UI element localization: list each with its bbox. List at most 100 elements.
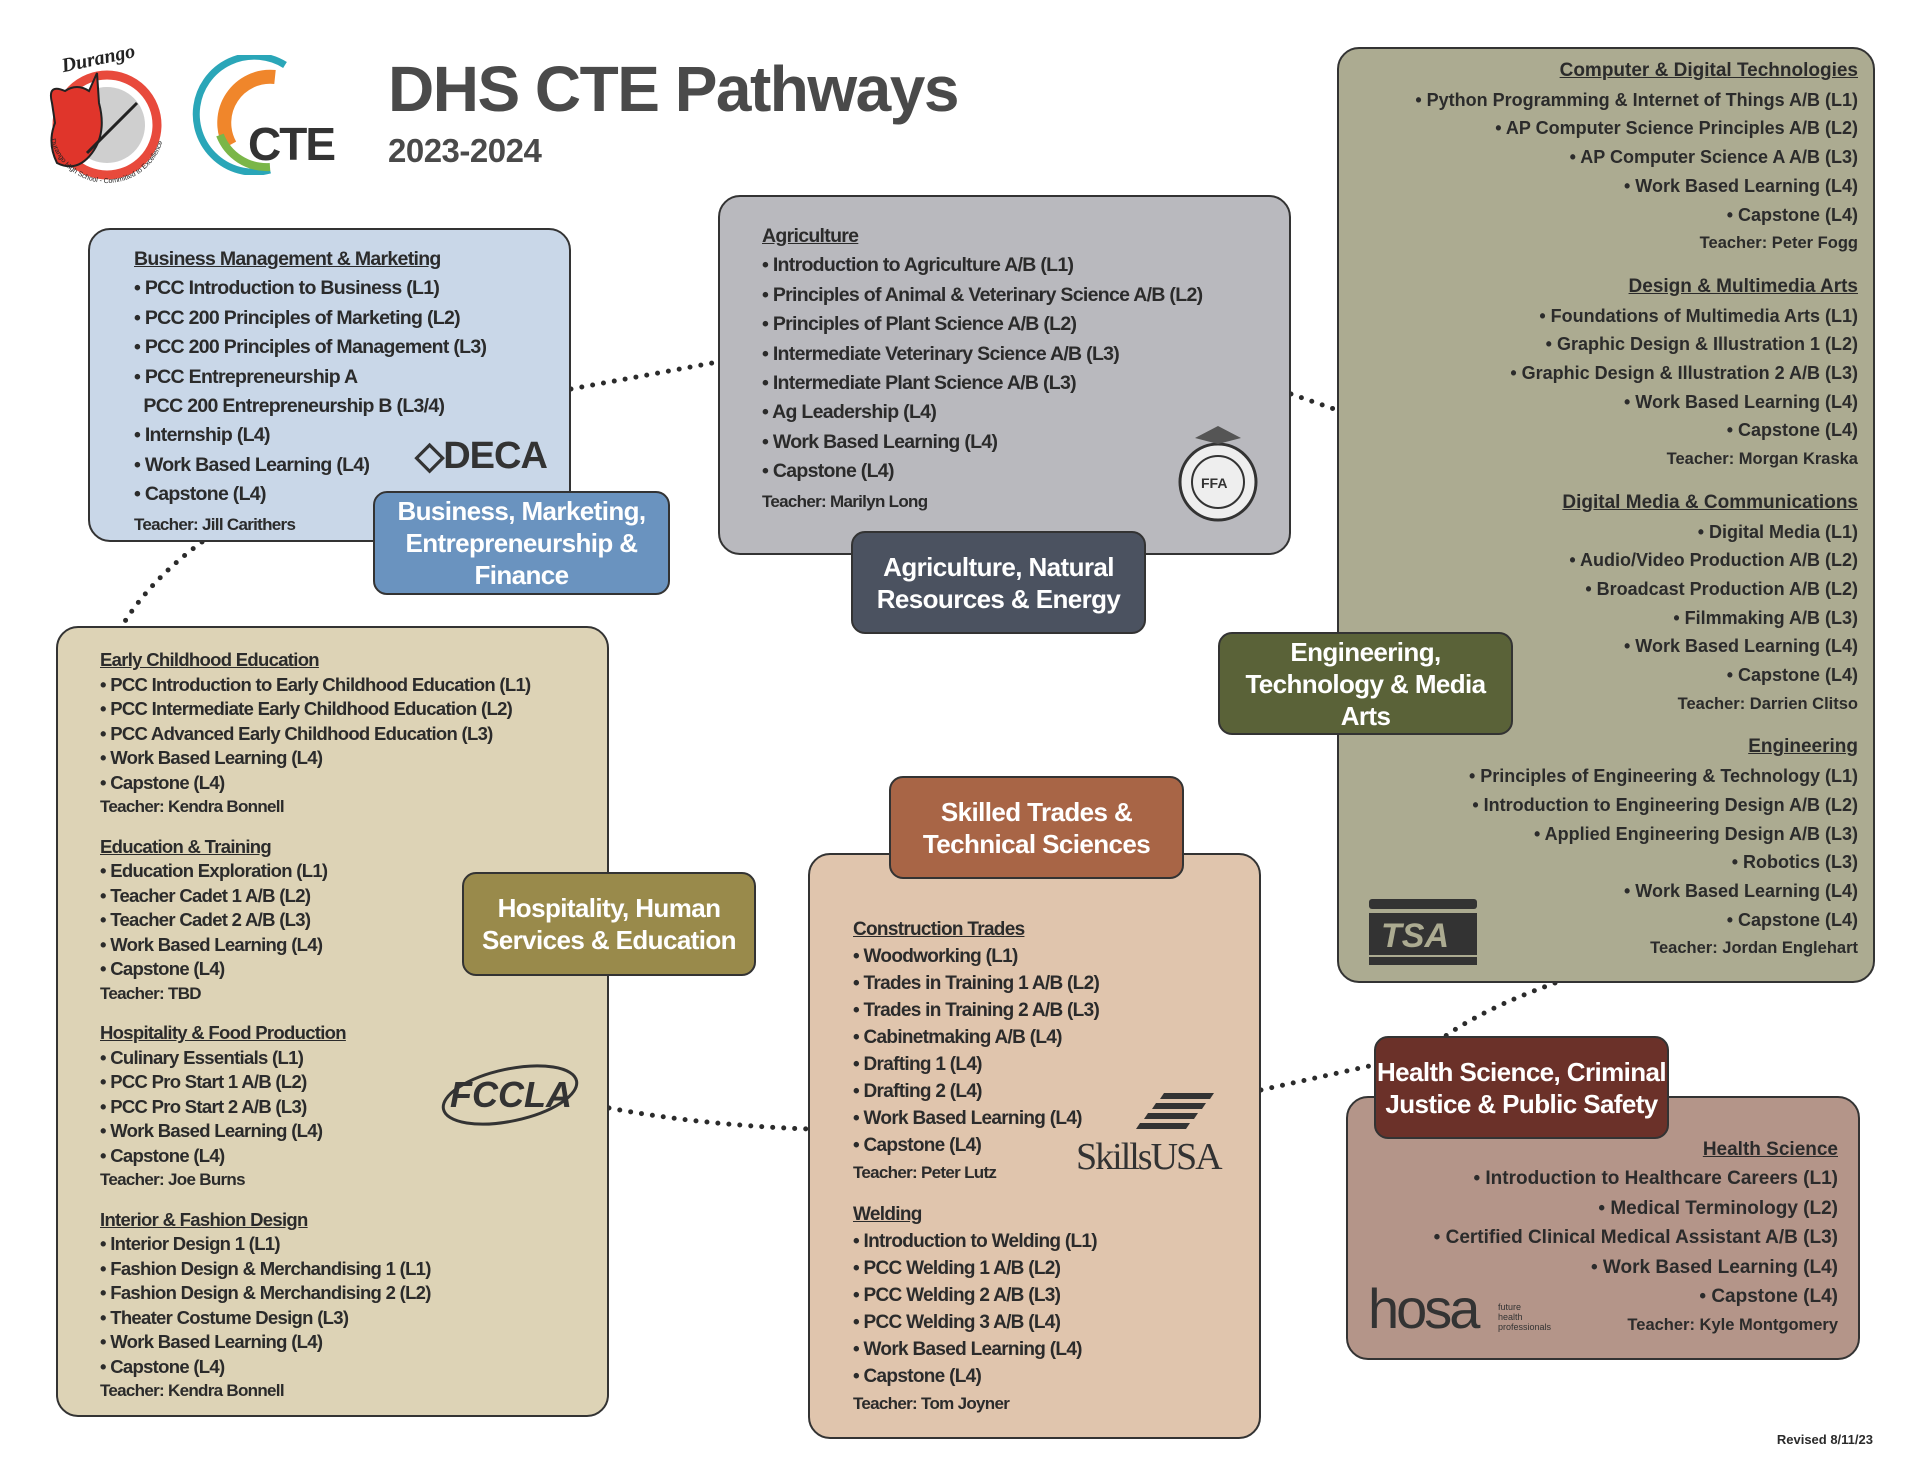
course-item: • Intermediate Plant Science A/B (L3): [762, 372, 1077, 395]
course-item: • Work Based Learning (L4): [100, 1331, 323, 1352]
course-item: • Medical Terminology (L2): [1598, 1197, 1838, 1219]
engineering-box: Computer & Digital Technologies• Python …: [1337, 47, 1875, 983]
course-item: • Python Programming & Internet of Thing…: [1415, 89, 1858, 110]
connector-engineering-health: [1437, 980, 1558, 1043]
course-item: • Work Based Learning (L4): [100, 747, 323, 768]
course-item: • PCC Pro Start 2 A/B (L3): [100, 1095, 307, 1117]
business-box: Business Management & Marketing • PCC Int…: [88, 228, 571, 542]
course-item: • Introduction to Engineering Design A/B…: [1472, 794, 1858, 815]
program-section: Digital Media & Communications• Digital …: [1415, 489, 1858, 719]
hospitality-programs: Early Childhood Education• PCC Introduct…: [100, 648, 531, 1419]
course-item: • PCC Introduction to Business (L1): [134, 277, 440, 300]
svg-text:hosa: hosa: [1368, 1278, 1481, 1340]
course-item: • Capstone (L4): [100, 1144, 225, 1166]
course-item: • Capstone (L4): [1699, 1286, 1838, 1308]
course-item: • Work Based Learning (L4): [100, 1120, 323, 1141]
cte-logo: CTE: [190, 52, 360, 176]
business-programs: Business Management & Marketing • PCC Int…: [134, 245, 487, 554]
teacher-name: Teacher: Peter Lutz: [853, 1163, 997, 1182]
course-item: • Principles of Animal & Veterinary Scie…: [762, 283, 1203, 306]
course-item: • Drafting 1 (L4): [853, 1054, 983, 1075]
program-heading: Hospitality & Food Production: [100, 1022, 347, 1043]
skilled-trades-programs: Construction Trades• Woodworking (L1)• T…: [853, 916, 1100, 1432]
program-heading: Engineering: [1748, 736, 1858, 758]
course-item: • Principles of Plant Science A/B (L2): [762, 313, 1077, 336]
course-item: • Foundations of Multimedia Arts (L1): [1539, 305, 1858, 326]
program-section: Construction Trades• Woodworking (L1)• T…: [853, 916, 1100, 1186]
school-year: 2023-2024: [388, 132, 542, 169]
teacher-name: Teacher: Kendra Bonnell: [100, 1381, 285, 1400]
course-item: • Capstone (L4): [134, 483, 266, 506]
course-item: • Digital Media (L1): [1697, 521, 1858, 542]
program-section: Interior & Fashion Design• Interior Desi…: [100, 1208, 531, 1404]
svg-text:health: health: [1498, 1312, 1523, 1322]
course-item: • Audio/Video Production A/B (L2): [1569, 550, 1858, 571]
svg-text:FCCLA: FCCLA: [450, 1074, 572, 1115]
program-heading: Construction Trades: [853, 919, 1025, 940]
course-item: • Capstone (L4): [1726, 909, 1858, 930]
svg-text:SkillsUSA: SkillsUSA: [1076, 1136, 1223, 1176]
course-item: • Drafting 2 (L4): [853, 1081, 983, 1102]
course-item: • PCC 200 Principles of Management (L3): [134, 336, 487, 359]
course-item: • Introduction to Welding (L1): [853, 1231, 1098, 1252]
program-heading: Education & Training: [100, 835, 272, 857]
course-item: • PCC Advanced Early Childhood Education…: [100, 722, 493, 744]
course-item: PCC 200 Entrepreneurship B (L3/4): [134, 395, 445, 418]
deca-logo: ◇DECA: [415, 435, 548, 477]
teacher-name: Teacher: Jill Carithers: [134, 514, 296, 534]
health-box: Health Science• Introduction to Healthca…: [1346, 1096, 1860, 1360]
program-section: Hospitality & Food Production • Culinary …: [100, 1021, 531, 1193]
course-item: • Capstone (L4): [762, 460, 894, 483]
teacher-name: Teacher: Jordan Englehart: [1650, 939, 1858, 958]
program-section: Welding• Introduction to Welding (L1)• P…: [853, 1201, 1099, 1417]
page-title: DHS CTE Pathways: [388, 53, 959, 125]
program-section: Health Science• Introduction to Healthca…: [1434, 1135, 1838, 1341]
connector-hospitality-skilled: [606, 1105, 811, 1132]
course-item: • Capstone (L4): [100, 771, 225, 793]
course-item: • Work Based Learning (L4): [1623, 175, 1858, 196]
course-item: • Trades in Training 2 A/B (L3): [853, 1000, 1100, 1021]
course-item: • Filmmaking A/B (L3): [1673, 607, 1858, 628]
course-item: • Trades in Training 1 A/B (L2): [853, 973, 1100, 994]
course-item: • Theater Costume Design (L3): [100, 1306, 349, 1328]
program-section: Early Childhood Education• PCC Introduct…: [100, 648, 531, 820]
program-heading: Health Science: [1702, 1139, 1838, 1160]
course-item: • PCC 200 Principles of Marketing (L2): [134, 306, 461, 329]
hospitality-box: Early Childhood Education• PCC Introduct…: [56, 626, 609, 1417]
hospitality-pathway-label: Hospitality, Human Services & Education: [462, 872, 756, 976]
course-item: • Intermediate Veterinary Science A/B (L…: [762, 342, 1120, 365]
course-item: • Work Based Learning (L4): [1590, 1256, 1838, 1278]
course-item: • AP Computer Science A A/B (L3): [1569, 147, 1858, 168]
course-item: • Work Based Learning (L4): [1623, 880, 1858, 901]
teacher-name: Teacher: Morgan Kraska: [1666, 450, 1858, 469]
course-item: • Capstone (L4): [853, 1135, 982, 1156]
engineering-programs: Computer & Digital Technologies• Python …: [1415, 57, 1858, 978]
durango-high-school-logo: Durango Durango High School - Committed …: [37, 40, 165, 185]
course-item: • Work Based Learning (L4): [762, 430, 998, 453]
connector-business-hospitality: [119, 539, 205, 629]
course-item: • Culinary Essentials (L1): [100, 1046, 304, 1068]
teacher-name: Teacher: Joe Burns: [100, 1170, 246, 1189]
course-item: • Education Exploration (L1): [100, 860, 328, 881]
cte-logo-text: CTE: [248, 118, 334, 170]
agriculture-pathway-label: Agriculture, Natural Resources & Energy: [851, 531, 1146, 634]
program-heading: Business Management & Marketing: [134, 248, 441, 270]
agriculture-programs: Agriculture• Introduction to Agriculture…: [762, 222, 1203, 531]
course-item: • Capstone (L4): [853, 1366, 982, 1387]
svg-text:professionals: professionals: [1498, 1322, 1552, 1332]
course-item: • Fashion Design & Merchandising 1 (L1): [100, 1257, 431, 1279]
course-item: • Work Based Learning (L4): [853, 1339, 1083, 1360]
course-item: • Broadcast Production A/B (L2): [1585, 578, 1858, 599]
course-item: • Cabinetmaking A/B (L4): [853, 1027, 1062, 1048]
course-item: • Internship (L4): [134, 424, 270, 447]
course-item: • Introduction to Agriculture A/B (L1): [762, 254, 1074, 277]
revised-date: Revised 8/11/23: [1776, 1432, 1873, 1447]
program-section: Computer & Digital Technologies• Python …: [1415, 57, 1858, 258]
svg-text:future: future: [1498, 1302, 1521, 1312]
course-item: • Fashion Design & Merchandising 2 (L2): [100, 1282, 431, 1303]
health-programs: Health Science• Introduction to Healthca…: [1434, 1135, 1838, 1356]
program-section: Design & Multimedia Arts• Foundations of…: [1415, 273, 1858, 474]
agriculture-box: Agriculture• Introduction to Agriculture…: [718, 195, 1291, 555]
teacher-name: Teacher: Tom Joyner: [853, 1394, 1010, 1413]
